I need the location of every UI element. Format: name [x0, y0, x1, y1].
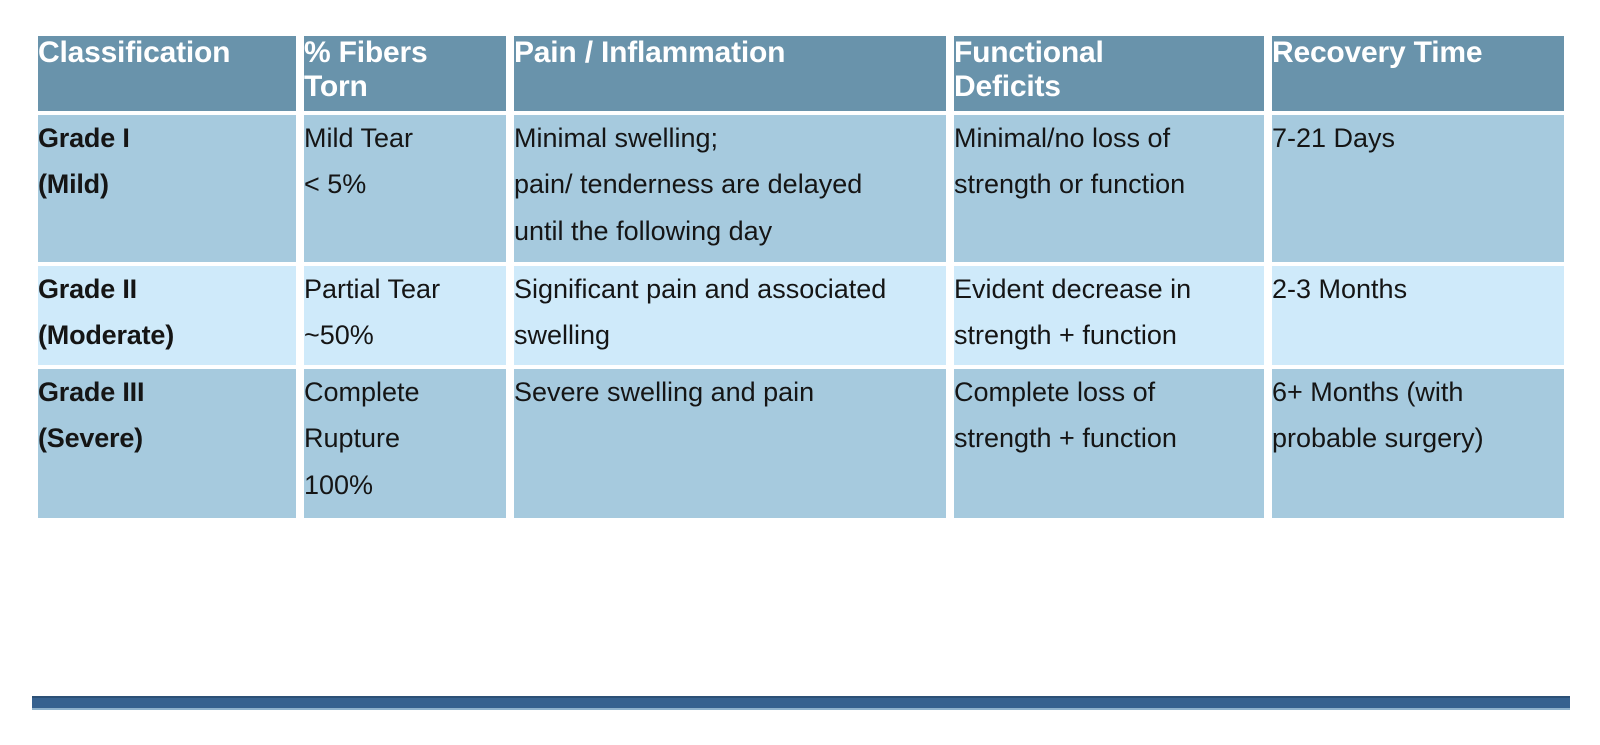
cell-functional-deficits: Complete loss of strength + function	[954, 369, 1264, 518]
table-body: Grade I (Mild) Mild Tear < 5% Minimal sw…	[38, 115, 1564, 518]
cell-line: swelling	[514, 320, 611, 351]
cell-recovery-time: 6+ Months (with probable surgery)	[1272, 369, 1564, 518]
bottom-accent-bar	[32, 696, 1570, 710]
header-line: Torn	[304, 70, 368, 104]
header-line: Pain / Inflammation	[514, 36, 786, 69]
cell-line: Minimal swelling;	[514, 123, 719, 153]
cell-line: Grade III	[38, 377, 145, 407]
column-header-functional-deficits: Functional Deficits	[954, 36, 1264, 111]
muscle-strain-grading-table: Classification % Fibers Torn Pain / Infl…	[30, 32, 1572, 522]
cell-line: pain/ tenderness are delayed	[514, 169, 863, 200]
table-row: Grade III (Severe) Complete Rupture 100%…	[38, 369, 1564, 518]
cell-line: Mild Tear	[304, 123, 414, 153]
cell-line: strength + function	[954, 320, 1177, 351]
cell-line: 100%	[304, 469, 374, 500]
cell-line: 6+ Months (with	[1272, 377, 1464, 407]
header-line: % Fibers	[304, 36, 428, 69]
cell-functional-deficits: Evident decrease in strength + function	[954, 266, 1264, 365]
table-row: Grade II (Moderate) Partial Tear ~50% Si…	[38, 266, 1564, 365]
cell-line: Minimal/no loss of	[954, 123, 1171, 153]
header-row: Classification % Fibers Torn Pain / Infl…	[38, 36, 1564, 111]
cell-fibers-torn: Partial Tear ~50%	[304, 266, 506, 365]
cell-classification: Grade II (Moderate)	[38, 266, 296, 365]
cell-line: Significant pain and associated	[514, 274, 887, 304]
cell-line: Severe swelling and pain	[514, 377, 815, 407]
table-header: Classification % Fibers Torn Pain / Infl…	[38, 36, 1564, 111]
cell-classification: Grade I (Mild)	[38, 115, 296, 262]
cell-line: Complete loss of	[954, 377, 1156, 407]
cell-line: (Mild)	[38, 169, 109, 200]
header-line: Recovery Time	[1272, 36, 1483, 69]
cell-line: until the following day	[514, 215, 773, 246]
cell-line: Evident decrease in	[954, 274, 1192, 304]
column-header-pain-inflammation: Pain / Inflammation	[514, 36, 946, 111]
cell-line: strength + function	[954, 423, 1177, 454]
cell-line: Complete	[304, 377, 420, 407]
cell-line: (Severe)	[38, 423, 143, 454]
header-line: Functional	[954, 36, 1104, 69]
cell-functional-deficits: Minimal/no loss of strength or function	[954, 115, 1264, 262]
cell-pain-inflammation: Minimal swelling; pain/ tenderness are d…	[514, 115, 946, 262]
cell-line: Grade I	[38, 123, 130, 153]
header-line: Classification	[38, 36, 231, 69]
cell-line: Rupture	[304, 423, 401, 454]
cell-line: strength or function	[954, 169, 1186, 200]
column-header-classification: Classification	[38, 36, 296, 111]
cell-classification: Grade III (Severe)	[38, 369, 296, 518]
cell-line: (Moderate)	[38, 320, 175, 351]
header-line: Deficits	[954, 70, 1061, 104]
cell-fibers-torn: Complete Rupture 100%	[304, 369, 506, 518]
cell-fibers-torn: Mild Tear < 5%	[304, 115, 506, 262]
cell-line: ~50%	[304, 320, 374, 351]
table-row: Grade I (Mild) Mild Tear < 5% Minimal sw…	[38, 115, 1564, 262]
cell-line: probable surgery)	[1272, 423, 1484, 454]
column-header-recovery-time: Recovery Time	[1272, 36, 1564, 111]
cell-line: 2-3 Months	[1272, 274, 1408, 304]
column-header-percent-fibers-torn: % Fibers Torn	[304, 36, 506, 111]
cell-pain-inflammation: Severe swelling and pain	[514, 369, 946, 518]
cell-recovery-time: 2-3 Months	[1272, 266, 1564, 365]
cell-line: 7-21 Days	[1272, 123, 1396, 153]
cell-line: Grade II	[38, 274, 137, 304]
cell-pain-inflammation: Significant pain and associated swelling	[514, 266, 946, 365]
cell-recovery-time: 7-21 Days	[1272, 115, 1564, 262]
cell-line: < 5%	[304, 169, 367, 200]
cell-line: Partial Tear	[304, 274, 441, 304]
